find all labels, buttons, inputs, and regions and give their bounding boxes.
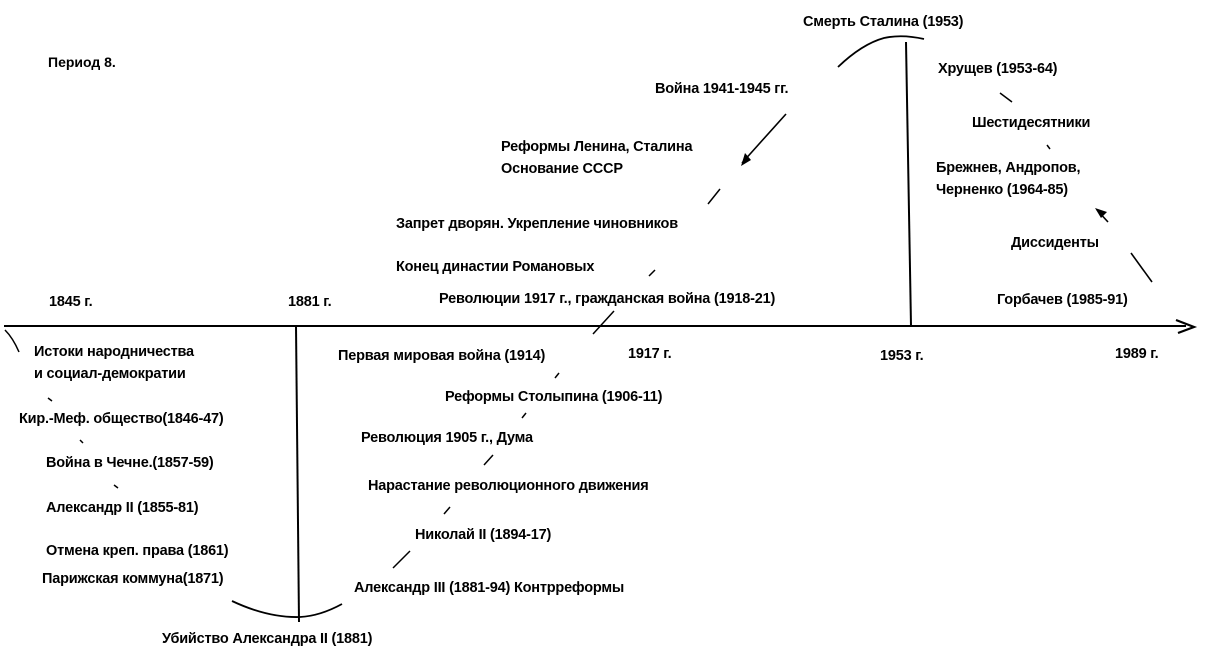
divider-1953 [905, 41, 912, 327]
tick-rise-5 [554, 372, 560, 379]
event-label: Истоки народничества [34, 344, 194, 360]
event-label: Отмена креп. права (1861) [46, 543, 229, 559]
event-label: Нарастание революционного движения [368, 478, 649, 494]
event-label: Революция 1905 г., Дума [361, 430, 533, 446]
event-label: Николай II (1894-17) [415, 527, 552, 543]
tick-left-1 [47, 397, 53, 402]
event-label: Горбачев (1985-91) [997, 292, 1128, 308]
year-label-1881: 1881 г. [288, 294, 332, 310]
axis-arrowhead [1175, 318, 1198, 335]
tick-rise-9 [741, 113, 787, 164]
tick-rise-6 [592, 310, 615, 335]
page-title: Период 8. [48, 54, 116, 70]
year-label-1845: 1845 г. [49, 294, 93, 310]
event-label: Война в Чечне.(1857-59) [46, 455, 214, 471]
event-label: Черненко (1964-85) [936, 182, 1068, 198]
year-label-1917: 1917 г. [628, 346, 672, 362]
event-label: Реформы Столыпина (1906-11) [445, 389, 663, 405]
event-label: Хрущев (1953-64) [938, 61, 1058, 77]
arrowhead-dissidents [1095, 208, 1107, 218]
curve-top [837, 35, 925, 68]
tick-rise-2 [443, 506, 451, 515]
event-label: Основание СССР [501, 161, 623, 177]
event-label: Первая мировая война (1914) [338, 348, 546, 364]
event-label: Реформы Ленина, Сталина [501, 139, 693, 155]
tick-rise-3 [483, 454, 494, 466]
curve-bottom [231, 600, 343, 618]
event-label: Конец династии Романовых [396, 259, 595, 275]
tick-rise-1 [392, 550, 411, 569]
tick-desc-2 [1046, 144, 1051, 150]
event-label: Революции 1917 г., гражданская война (19… [439, 291, 776, 307]
event-label: и социал-демократии [34, 366, 186, 382]
event-label: Александр II (1855-81) [46, 500, 199, 516]
tick-left-2 [79, 439, 84, 444]
divider-1881 [295, 325, 300, 623]
tick-rise-7 [648, 269, 656, 277]
event-label: Запрет дворян. Укрепление чиновников [396, 216, 678, 232]
event-label: Шестидесятники [972, 115, 1091, 131]
tick-desc-1 [999, 92, 1013, 103]
tick-desc-4 [1130, 252, 1153, 283]
year-label-1953: 1953 г. [880, 348, 924, 364]
curve-left-start [4, 329, 20, 353]
event-label: Брежнев, Андропов, [936, 160, 1081, 176]
event-label: Диссиденты [1011, 235, 1099, 251]
tick-rise-8 [707, 188, 721, 205]
event-label: Смерть Сталина (1953) [803, 14, 964, 30]
tick-rise-4 [521, 412, 527, 419]
tick-left-3 [113, 484, 119, 489]
event-label: Парижская коммуна(1871) [42, 571, 224, 587]
event-label: Кир.-Меф. общество(1846-47) [19, 411, 224, 427]
arrowhead-war [741, 153, 751, 166]
event-label: Война 1941-1945 гг. [655, 81, 789, 97]
year-label-1989: 1989 г. [1115, 346, 1159, 362]
event-label: Александр III (1881-94) Контрреформы [354, 580, 625, 596]
event-label: Убийство Александра II (1881) [162, 631, 373, 647]
